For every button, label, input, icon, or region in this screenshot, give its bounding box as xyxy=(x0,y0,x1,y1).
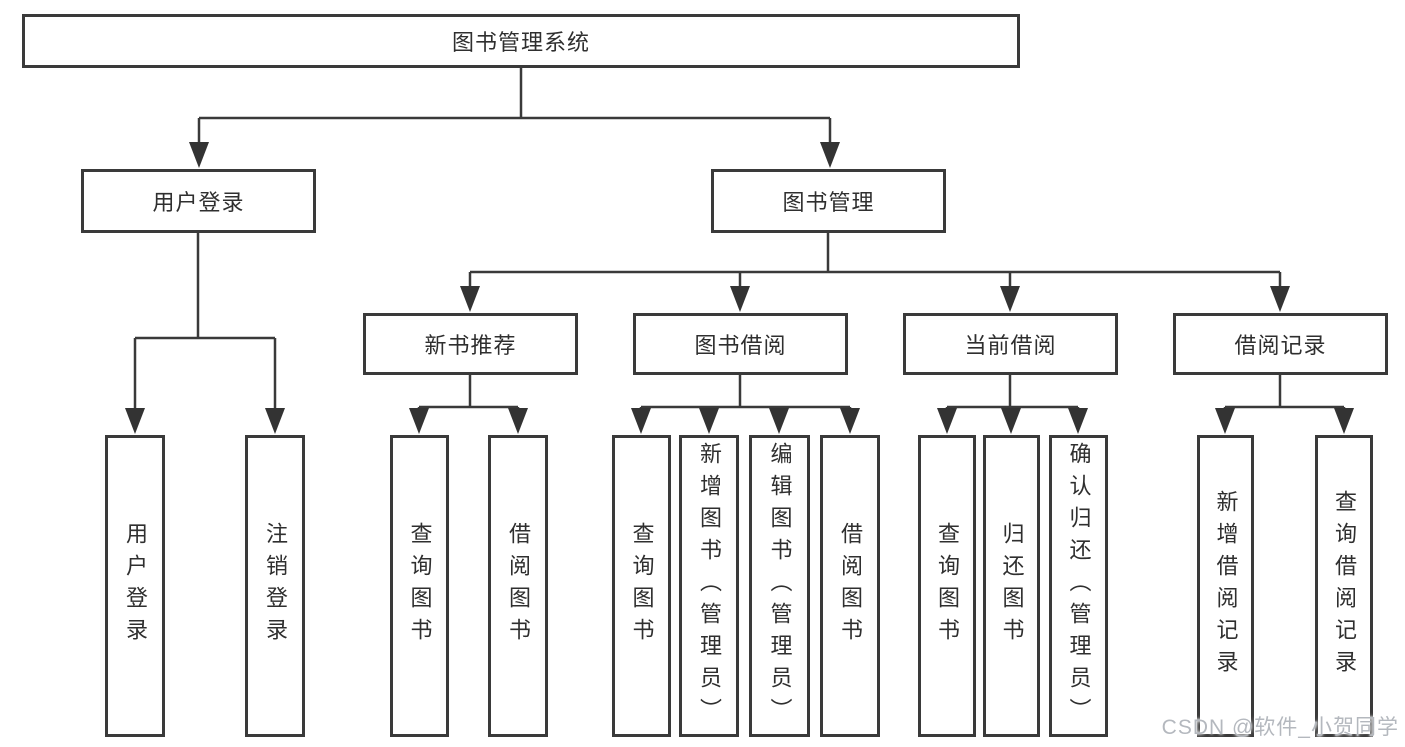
node-book-management: 图书管理 xyxy=(711,169,946,233)
node-label: 用户登录 xyxy=(123,522,148,650)
node-label: 查询图书 xyxy=(629,522,655,650)
node-leaf-query-books-borrow: 查询图书 xyxy=(612,435,671,737)
node-new-book-recommendation: 新书推荐 xyxy=(363,313,578,375)
node-leaf-query-books-current: 查询图书 xyxy=(918,435,976,737)
node-label: 新增图书（管理员） xyxy=(697,442,722,730)
node-label: 注销登录 xyxy=(263,522,288,650)
node-book-borrowing: 图书借阅 xyxy=(633,313,848,375)
node-leaf-confirm-return-admin: 确认归还（管理员） xyxy=(1049,435,1108,737)
node-leaf-query-borrow-record: 查询借阅记录 xyxy=(1315,435,1373,737)
node-label: 借阅图书 xyxy=(506,522,531,650)
node-label: 归还图书 xyxy=(999,522,1025,650)
node-leaf-borrow-books: 借阅图书 xyxy=(820,435,880,737)
node-leaf-query-books-recommend: 查询图书 xyxy=(390,435,449,737)
node-leaf-add-borrow-record: 新增借阅记录 xyxy=(1197,435,1254,737)
node-leaf-edit-book-admin: 编辑图书（管理员） xyxy=(749,435,810,737)
node-leaf-borrow-books-recommend: 借阅图书 xyxy=(488,435,548,737)
node-user-login: 用户登录 xyxy=(81,169,316,233)
node-label: 确认归还（管理员） xyxy=(1066,442,1092,730)
node-leaf-user-login: 用户登录 xyxy=(105,435,165,737)
node-label: 编辑图书（管理员） xyxy=(767,442,793,730)
node-label: 查询图书 xyxy=(935,522,960,650)
node-leaf-return-books: 归还图书 xyxy=(983,435,1040,737)
arrowheads xyxy=(125,142,1354,434)
node-label: 查询图书 xyxy=(407,522,433,650)
node-borrowing-records: 借阅记录 xyxy=(1173,313,1388,375)
node-label: 查询借阅记录 xyxy=(1332,490,1357,682)
node-leaf-add-book-admin: 新增图书（管理员） xyxy=(679,435,739,737)
node-current-borrowing: 当前借阅 xyxy=(903,313,1118,375)
node-label: 借阅图书 xyxy=(838,522,863,650)
node-label: 新增借阅记录 xyxy=(1213,490,1239,682)
csdn-watermark: CSDN @软件_小贺同学 xyxy=(1161,716,1399,739)
node-library-management-system: 图书管理系统 xyxy=(22,14,1020,68)
node-leaf-logout: 注销登录 xyxy=(245,435,305,737)
